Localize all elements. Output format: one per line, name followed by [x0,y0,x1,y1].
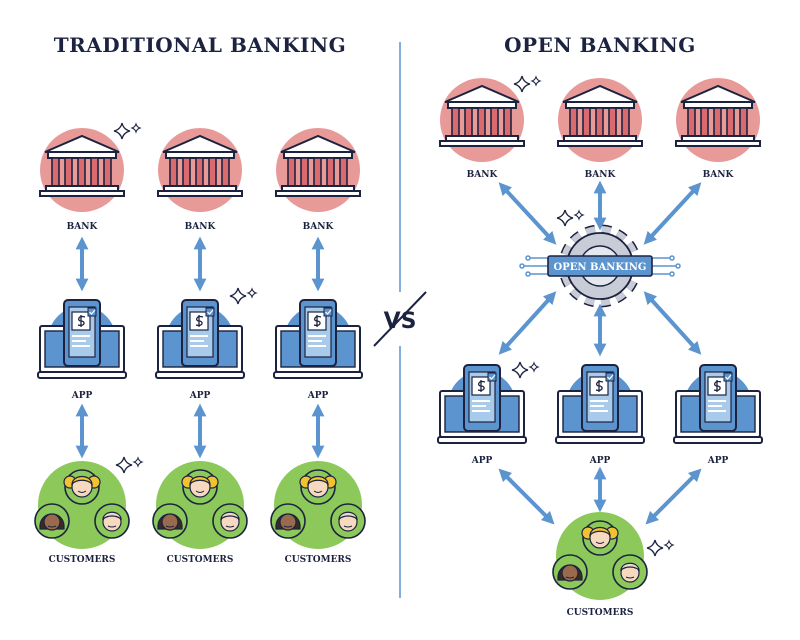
customer-group-icon [553,512,647,600]
laptop-phone-payment-icon [555,364,645,444]
app-label: APP [307,391,329,401]
sparkle-icon [513,75,541,93]
laptop-phone-payment-icon [37,299,127,379]
customers-label: CUSTOMERS [167,555,234,565]
customer-group-icon [271,461,365,549]
bank-building-icon [439,77,525,163]
customers-label: CUSTOMERS [285,555,352,565]
laptop-phone-payment-icon [155,299,245,379]
bank-building-icon [557,77,643,163]
laptop-phone-payment-icon [273,299,363,379]
bank-building-icon [157,127,243,213]
traditional-banking-title: TRADITIONAL BANKING [54,33,347,57]
traditional-column-3: BANK APP CUSTOMERS [271,127,365,565]
vs-label: VS [384,309,417,334]
bank-label: BANK [703,170,735,180]
open-banking-hub: OPEN BANKING [519,224,681,308]
app-customers-arrow [645,468,702,525]
hub-app-arrow [498,291,557,355]
bank-building-icon [275,127,361,213]
app-label: APP [589,456,611,466]
app-customers-arrow [498,468,555,525]
open-banking-title: OPEN BANKING [504,33,696,57]
circuit-lines-left [519,255,548,277]
sparkle-icon [115,456,143,474]
sparkle-icon [229,287,257,305]
customer-group-icon [35,461,129,549]
circuit-lines-right [652,255,681,277]
bank-label: BANK [467,170,499,180]
app-label: APP [189,391,211,401]
sparkle-icon [113,122,141,140]
sparkle-icon [511,361,539,379]
bank-hub-arrow [643,182,702,245]
bank-label: BANK [303,222,335,232]
bank-label: BANK [185,222,217,232]
sparkle-icon [556,209,584,227]
app-label: APP [71,391,93,401]
customer-group-icon [153,461,247,549]
laptop-phone-payment-icon [437,364,527,444]
app-label: APP [471,456,493,466]
bank-hub-arrow [498,182,557,245]
vs-slash [373,291,427,347]
hub-label: OPEN BANKING [554,262,647,273]
customers-label: CUSTOMERS [567,608,634,618]
bank-building-icon [39,127,125,213]
traditional-column-1: BANK APP CUSTOMERS [35,127,129,565]
hub-app-arrow [643,291,702,355]
bank-building-icon [675,77,761,163]
traditional-column-2: BANK APP CUSTOMERS [153,127,247,565]
bank-label: BANK [67,222,99,232]
app-label: APP [707,456,729,466]
bank-label: BANK [585,170,617,180]
laptop-phone-payment-icon [673,364,763,444]
sparkle-icon [646,539,674,557]
hub-banner [547,255,653,277]
customers-label: CUSTOMERS [49,555,116,565]
